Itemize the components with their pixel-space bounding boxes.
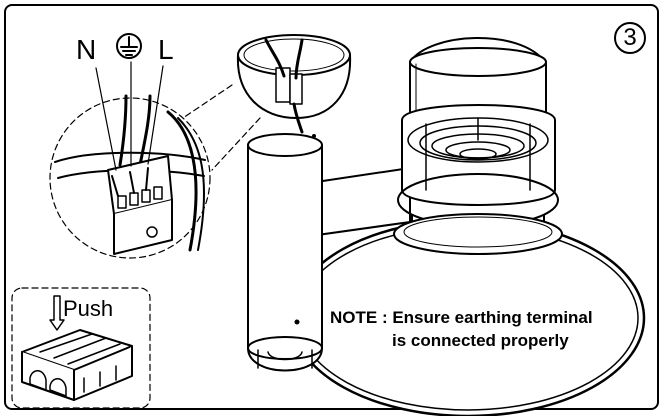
note-line-1: NOTE : Ensure earthing terminal [330, 308, 593, 327]
ceiling-canopy [236, 34, 352, 134]
push-label: Push [63, 296, 114, 321]
step-number-badge: 3 [614, 22, 646, 54]
diagram-frame [4, 4, 659, 410]
neutral-terminal-label: N [76, 34, 97, 65]
reflector-dish [290, 213, 646, 416]
pole [247, 133, 323, 372]
note-line-2: is connected properly [392, 331, 569, 350]
live-terminal-label: L [158, 34, 174, 65]
push-inset [11, 287, 151, 409]
terminal-zoom [49, 61, 211, 259]
callout-leader [179, 84, 261, 171]
earth-ground-icon [116, 33, 142, 59]
